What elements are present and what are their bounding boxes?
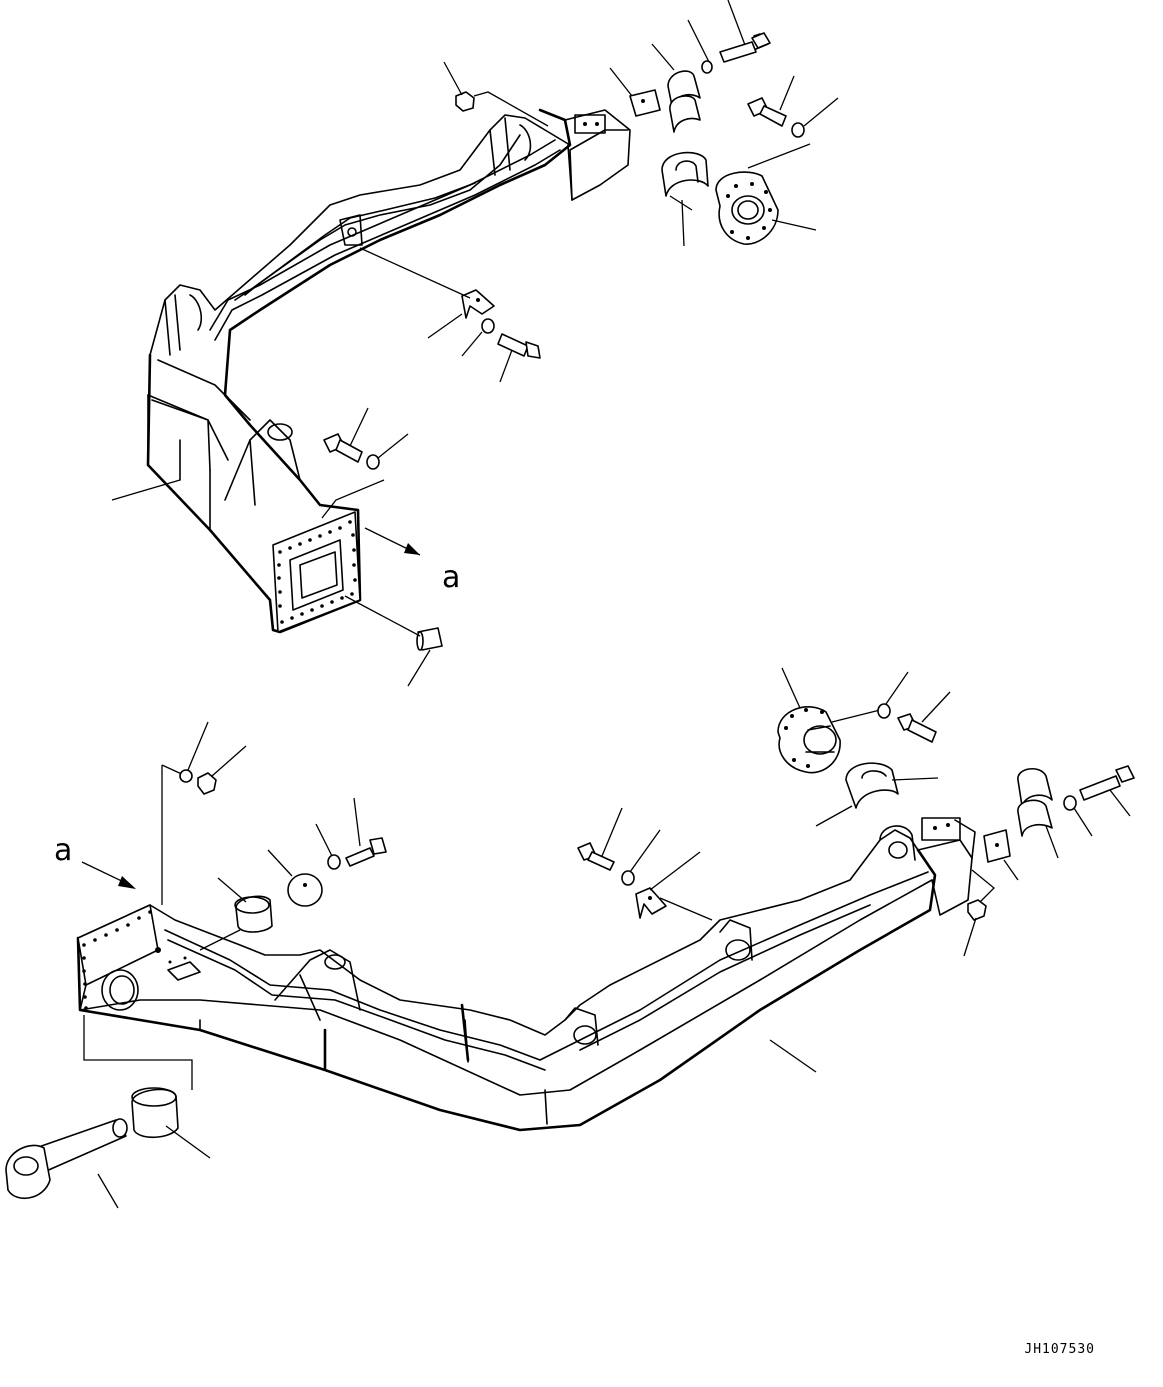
view-arrow-lower: a [54,833,136,889]
bolt-upper-middle [497,333,541,383]
bolt-lower-rear [1079,765,1135,817]
pivot-pin-shaft [5,1015,211,1209]
lower-track-frame [76,817,976,1132]
bolt-upper-top [719,0,771,63]
bolt-lower-hub [897,691,951,743]
upper-track-frame [111,108,631,634]
upper-middle-clip [359,247,541,383]
bolt-upper-right [747,75,839,138]
bolt-lower-middle [577,807,623,871]
nut-upper-left [443,61,549,127]
view-marker-label: a [442,560,460,595]
view-marker-label-lower: a [54,833,72,868]
upper-brace-bolt [321,407,409,519]
upper-clamp-parts [609,0,839,247]
lower-middle-parts [577,807,713,921]
view-arrow-upper: a [364,527,460,595]
lower-rear-hub [777,667,951,827]
lower-front-nut-washer [161,721,247,905]
bolt-lower-front [345,797,387,867]
lower-bushing-plate [199,797,387,951]
front-flange-holes [82,910,152,1010]
flange-bolt-holes [277,520,357,624]
lower-rear-clamp [963,765,1135,957]
drawing-id: JH107530 [1024,1342,1095,1357]
dowel-pin-upper [344,595,443,687]
